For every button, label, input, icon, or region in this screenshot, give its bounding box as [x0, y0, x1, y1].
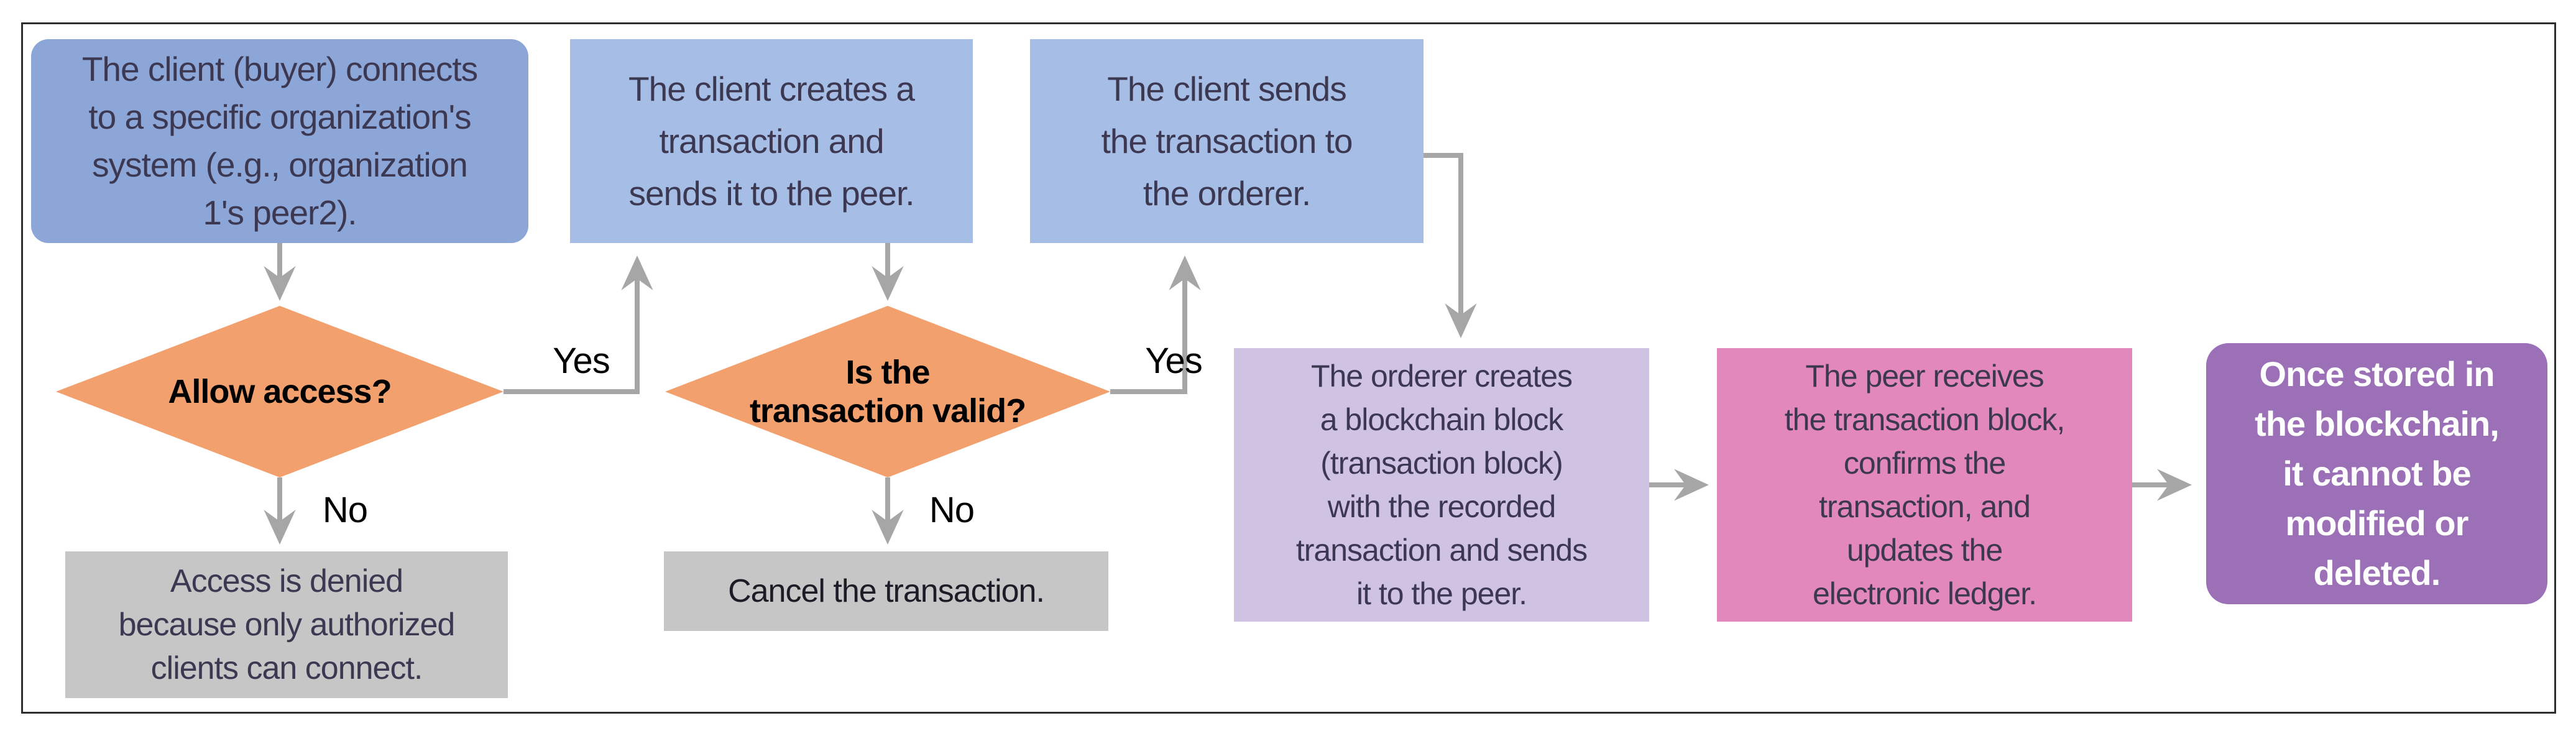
step-client-sends-orderer: The client sends the transaction to the … — [1030, 39, 1424, 243]
step-cancel-transaction: Cancel the transaction. — [664, 551, 1108, 631]
step-orderer-creates-block-text: The orderer creates a blockchain block (… — [1295, 359, 1588, 611]
arrow-yes-to-client-creates — [504, 255, 653, 394]
step-immutable-storage: Once stored in the blockchain, it cannot… — [2206, 343, 2547, 604]
step-client-connects-text: The client (buyer) connects to a specifi… — [81, 50, 478, 232]
step-access-denied: Access is denied because only authorized… — [65, 551, 508, 698]
edge-label-yes-allow-access: Yes — [553, 340, 610, 381]
step-client-sends-orderer-text: The client sends the transaction to the … — [1101, 70, 1353, 213]
decision-transaction-valid-text: Is the transaction valid? — [749, 354, 1026, 430]
decision-allow-access-text: Allow access? — [168, 373, 392, 410]
arrow-yes-to-client-sends — [1110, 255, 1201, 394]
diagram-border — [21, 22, 2556, 714]
step-peer-receives-block: The peer receives the transaction block,… — [1717, 348, 2132, 622]
step-client-creates-transaction-text: The client creates a transaction and sen… — [628, 70, 915, 213]
step-cancel-transaction-text: Cancel the transaction. — [728, 573, 1045, 609]
arrow-sends-to-orderer-creates — [1424, 153, 1477, 338]
edge-label-yes-transaction-valid: Yes — [1145, 340, 1203, 381]
step-access-denied-text: Access is denied because only authorized… — [118, 563, 456, 686]
edge-label-no-transaction-valid: No — [929, 489, 975, 530]
step-orderer-creates-block: The orderer creates a blockchain block (… — [1234, 348, 1649, 622]
edge-label-no-allow-access: No — [322, 489, 368, 530]
step-client-creates-transaction: The client creates a transaction and sen… — [570, 39, 973, 243]
step-peer-receives-block-text: The peer receives the transaction block,… — [1784, 359, 2065, 611]
step-immutable-storage-text: Once stored in the blockchain, it cannot… — [2255, 354, 2500, 592]
step-client-connects: The client (buyer) connects to a specifi… — [31, 39, 528, 243]
